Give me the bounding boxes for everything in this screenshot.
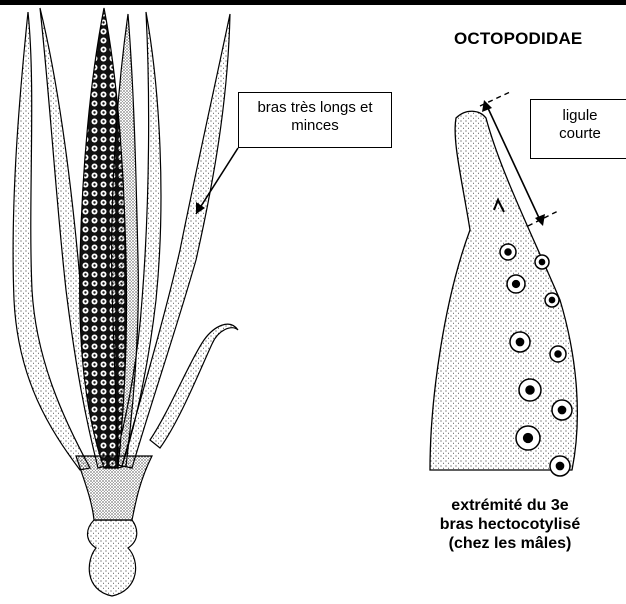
arms-label-line1: bras très longs et xyxy=(239,99,391,117)
arms-label-line2: minces xyxy=(239,117,391,135)
hectocotylus-caption: extrémité du 3e bras hectocotylisé (chez… xyxy=(405,496,615,553)
octopus-body xyxy=(13,8,238,596)
hectocotylus-illustration xyxy=(430,111,577,476)
caption-line1: extrémité du 3e xyxy=(405,496,615,515)
ligula-label-line1: ligule xyxy=(531,107,626,125)
arms-label-box: bras très longs et minces xyxy=(238,92,392,148)
caption-line2: bras hectocotylisé xyxy=(405,515,615,534)
ligula-arrowhead-bottom xyxy=(535,214,545,226)
ligula-label-box: ligule courte xyxy=(530,99,626,159)
family-title: OCTOPODIDAE xyxy=(454,29,582,49)
caption-line3: (chez les mâles) xyxy=(405,534,615,553)
ligula-label-line2: courte xyxy=(531,125,626,143)
